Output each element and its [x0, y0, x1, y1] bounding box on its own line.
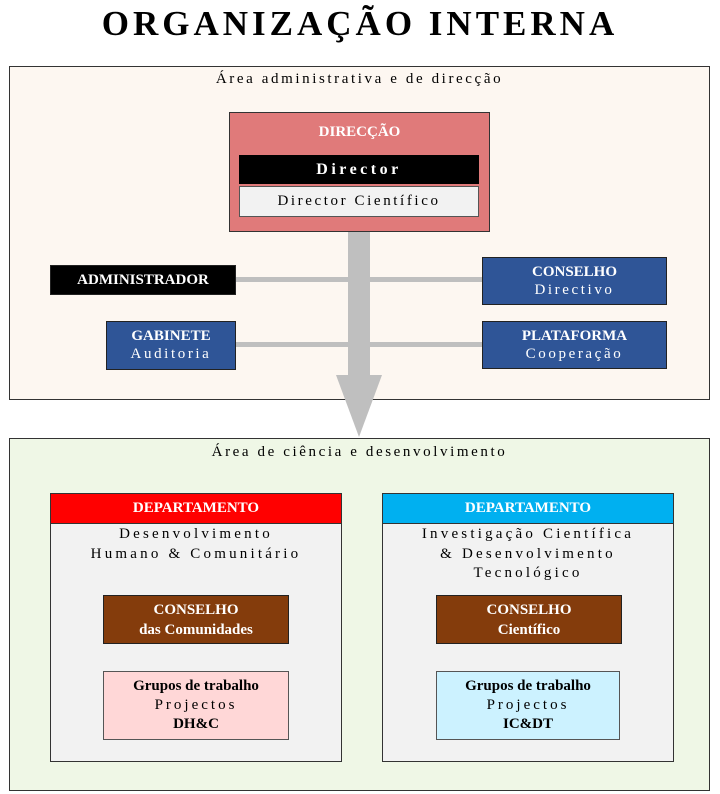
conselho-line1: CONSELHO	[153, 601, 239, 618]
department-panel-icdt: DEPARTAMENTO Investigação Científica & D…	[382, 493, 674, 762]
plataforma-main: PLATAFORMA	[521, 327, 628, 344]
administrador-box: ADMINISTRADOR	[50, 265, 236, 295]
conselho-line2: das Comunidades	[139, 621, 253, 638]
gabinete-sub: Auditoria	[130, 346, 212, 362]
conselho-line1: CONSELHO	[486, 601, 572, 618]
gabinete-main: GABINETE	[131, 328, 211, 344]
grupos-line1: Grupos de trabalho	[465, 678, 591, 694]
conselho-directivo-box: CONSELHO Directivo	[482, 257, 667, 305]
direccao-box: DIRECÇÃO Director Director Científico	[229, 112, 490, 232]
grupos-line3: DH&C	[173, 716, 219, 732]
grupos-line1: Grupos de trabalho	[133, 678, 259, 694]
grupos-line3: IC&DT	[502, 716, 553, 732]
plataforma-box: PLATAFORMA Cooperação	[482, 321, 667, 369]
conselho-cientifico-box: CONSELHO Científico	[436, 595, 622, 644]
department-name-line: Investigação Científica	[421, 526, 635, 542]
department-name-line: & Desenvolvimento	[440, 545, 616, 562]
administrador-label: ADMINISTRADOR	[77, 272, 209, 288]
director-box: Director	[239, 155, 479, 184]
grupos-line2: Projectos	[486, 697, 570, 713]
department-name: Desenvolvimento Humano & Comunitário	[51, 525, 341, 564]
grupos-line2: Projectos	[154, 697, 238, 713]
conselho-comunidades-box: CONSELHO das Comunidades	[103, 595, 289, 644]
grupos-trabalho-dhc-box: Grupos de trabalho Projectos DH&C	[103, 671, 289, 740]
arrow-head	[336, 375, 382, 437]
department-name-line: Humano & Comunitário	[90, 545, 302, 562]
arrow-shaft	[348, 215, 370, 375]
department-header: DEPARTAMENTO	[382, 493, 674, 524]
department-panel-dhc: DEPARTAMENTO Desenvolvimento Humano & Co…	[50, 493, 342, 762]
department-header: DEPARTAMENTO	[50, 493, 342, 524]
department-name-line: Tecnológico	[473, 565, 583, 581]
down-arrow-icon	[336, 215, 382, 437]
grupos-trabalho-icdt-box: Grupos de trabalho Projectos IC&DT	[436, 671, 620, 740]
direccao-heading: DIRECÇÃO	[318, 124, 401, 140]
gabinete-box: GABINETE Auditoria	[106, 321, 236, 370]
conselho-line2: Científico	[497, 621, 561, 638]
director-cientifico-box: Director Científico	[239, 186, 479, 217]
conselho-directivo-main: CONSELHO	[531, 263, 618, 280]
science-area-label: Área de ciência e desenvolvimento	[211, 444, 508, 460]
conselho-directivo-sub: Directivo	[534, 281, 615, 298]
admin-area-label: Área administrativa e de direcção	[215, 71, 504, 87]
page-title: ORGANIZAÇÃO INTERNA	[101, 4, 619, 43]
department-name: Investigação Científica & Desenvolviment…	[383, 525, 673, 584]
plataforma-sub: Cooperação	[525, 345, 624, 362]
department-name-line: Desenvolvimento	[119, 526, 273, 542]
